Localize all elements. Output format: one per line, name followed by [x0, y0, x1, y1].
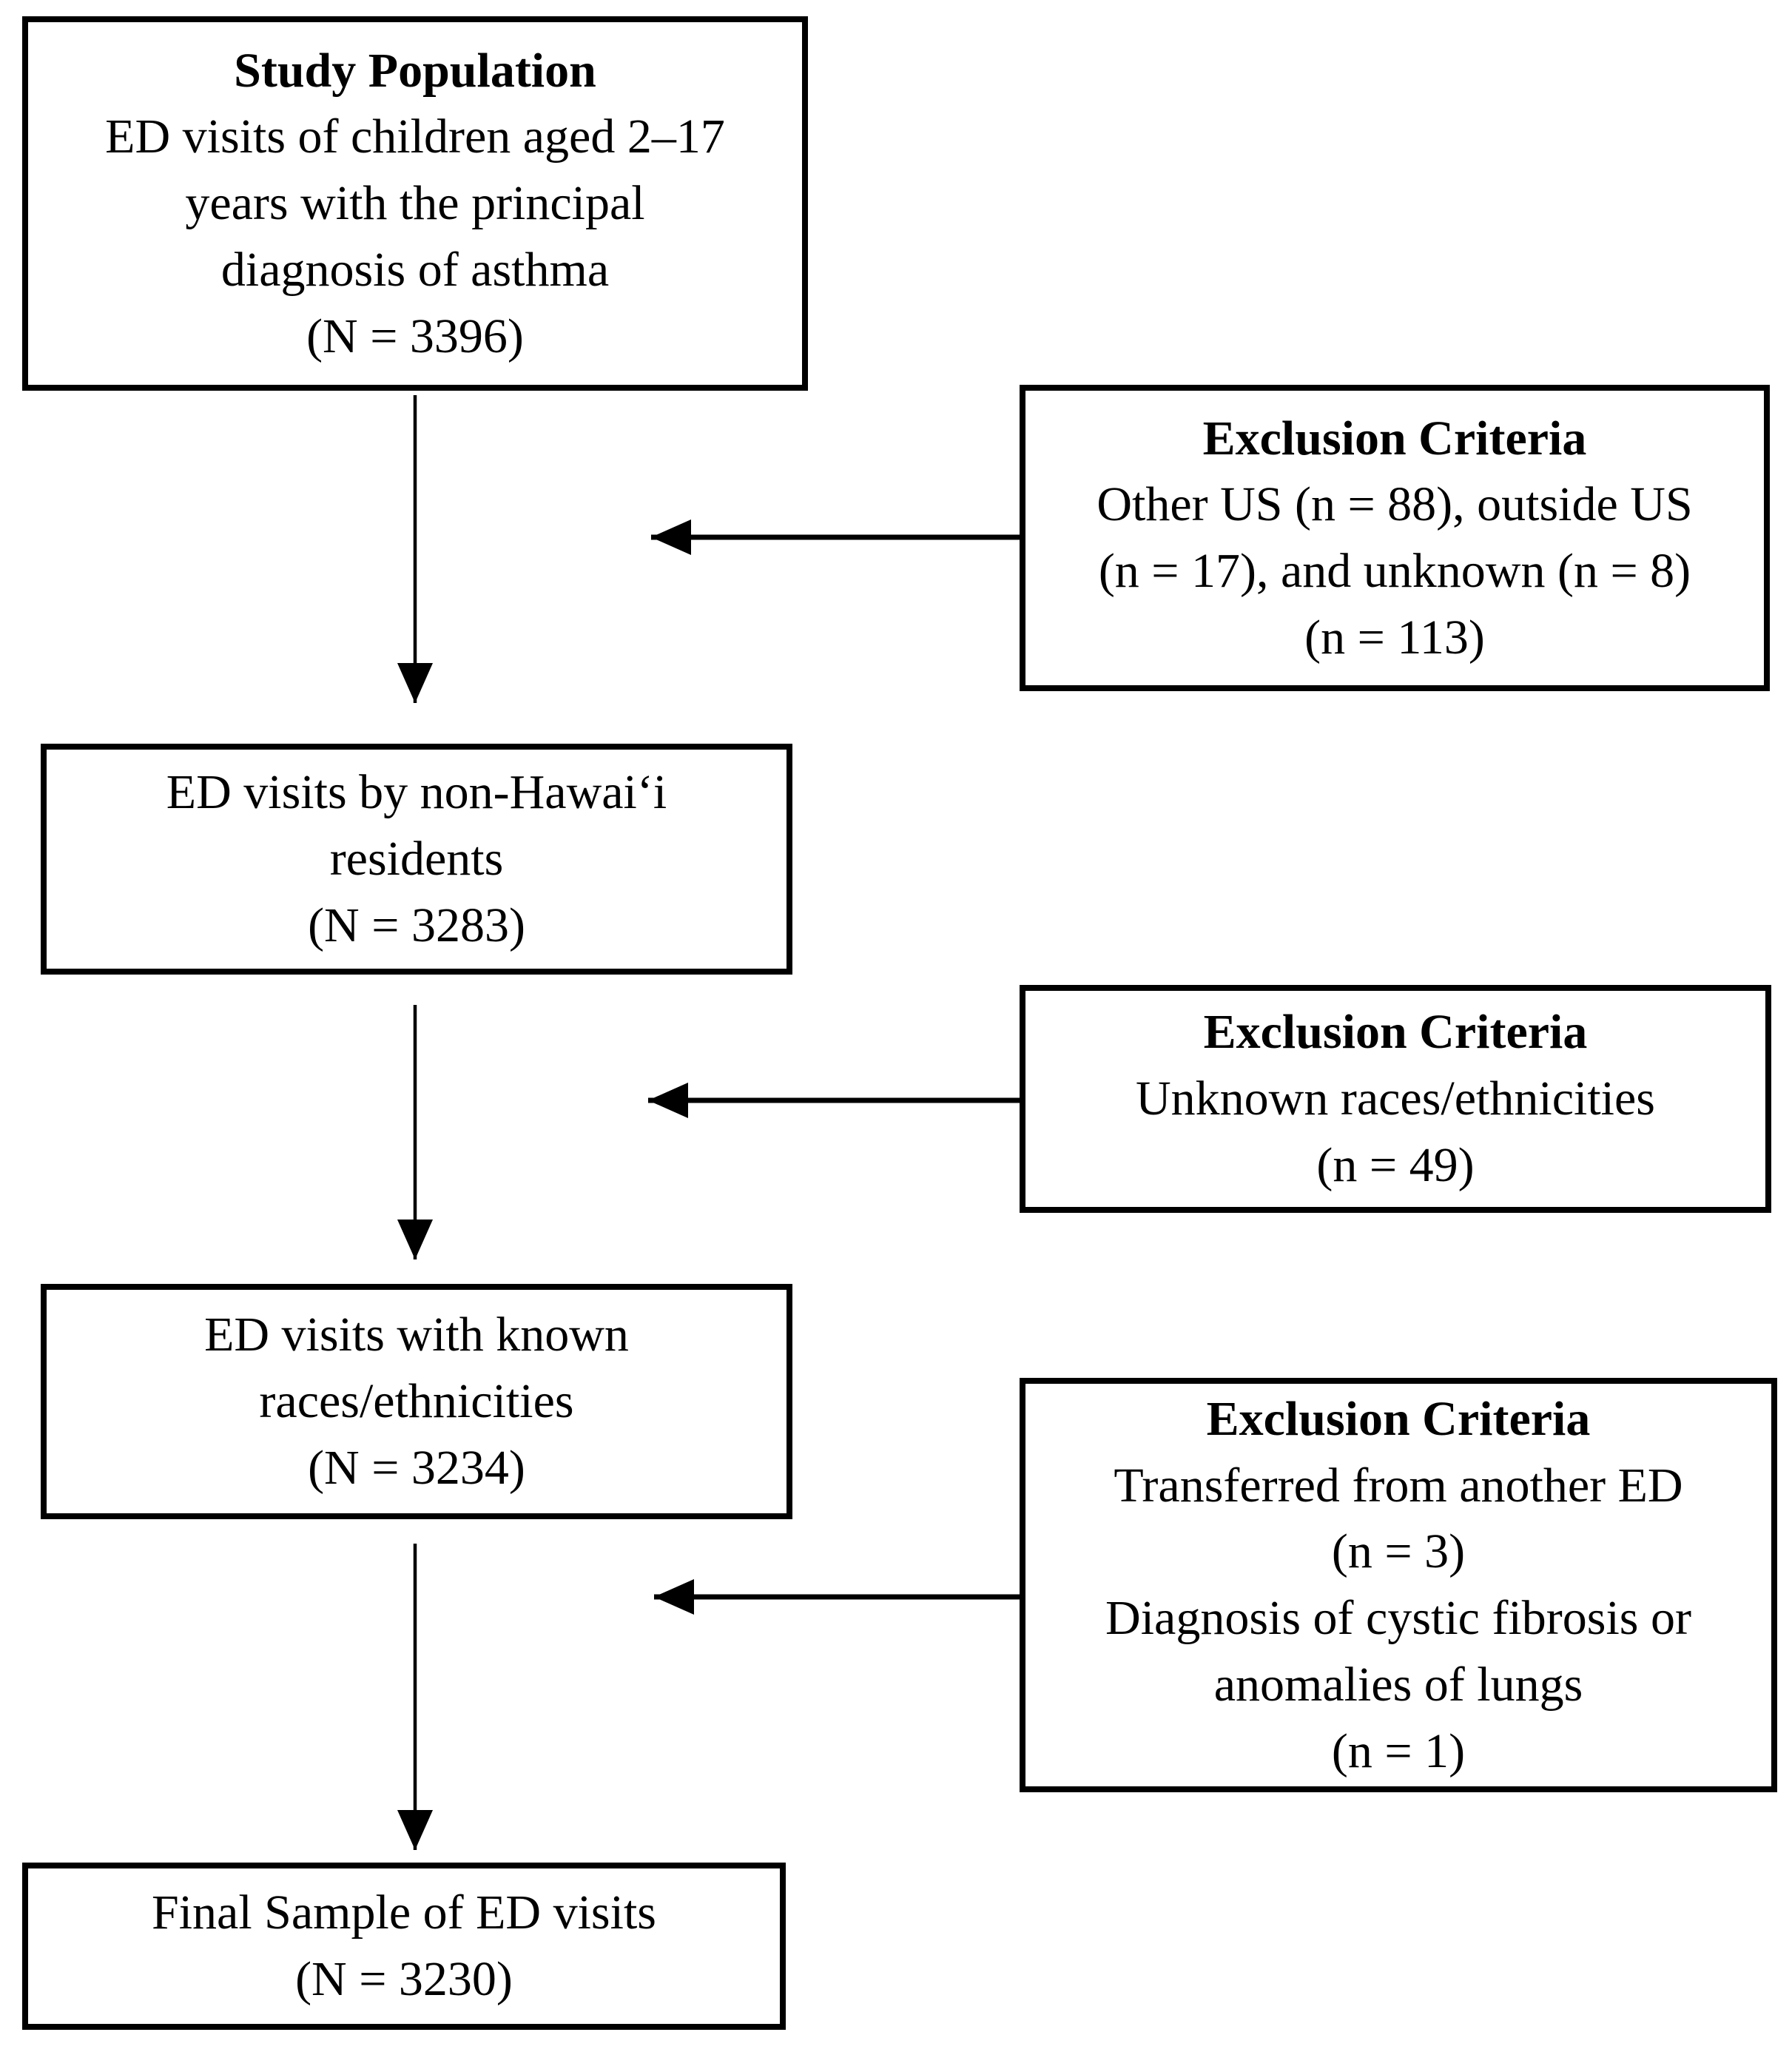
flow-box-final-sample: Final Sample of ED visits (N = 3230) — [22, 1863, 786, 2030]
exclusion-2-body: Unknown races/ethnicities (n = 49) — [1136, 1072, 1655, 1192]
flow-box-known-races: ED visits with known races/ethnicities (… — [41, 1284, 792, 1519]
known-races-body: ED visits with known races/ethnicities (… — [204, 1308, 629, 1495]
exclusion-box-residence: Exclusion Criteria Other US (n = 88), ou… — [1020, 385, 1770, 691]
exclusion-box-transfer-and-diagnosis: Exclusion Criteria Transferred from anot… — [1020, 1378, 1777, 1792]
exclusion-3-title: Exclusion Criteria — [1206, 1391, 1591, 1446]
flow-box-study-population: Study Population ED visits of children a… — [22, 16, 808, 391]
study-population-title: Study Population — [234, 43, 596, 98]
non-hawaii-residents-body: ED visits by non-Hawaiʻi residents (N = … — [166, 765, 667, 952]
study-population-body: ED visits of children aged 2–17 years wi… — [105, 110, 725, 363]
exclusion-1-body: Other US (n = 88), outside US (n = 17), … — [1097, 477, 1693, 665]
final-sample-body: Final Sample of ED visits (N = 3230) — [152, 1886, 656, 2006]
exclusion-2-title: Exclusion Criteria — [1203, 1005, 1588, 1060]
flow-box-non-hawaii-residents: ED visits by non-Hawaiʻi residents (N = … — [41, 744, 792, 975]
exclusion-1-title: Exclusion Criteria — [1202, 411, 1587, 465]
exclusion-3-body: Transferred from another ED (n = 3) Diag… — [1105, 1458, 1691, 1778]
exclusion-box-unknown-race: Exclusion Criteria Unknown races/ethnici… — [1020, 985, 1771, 1213]
